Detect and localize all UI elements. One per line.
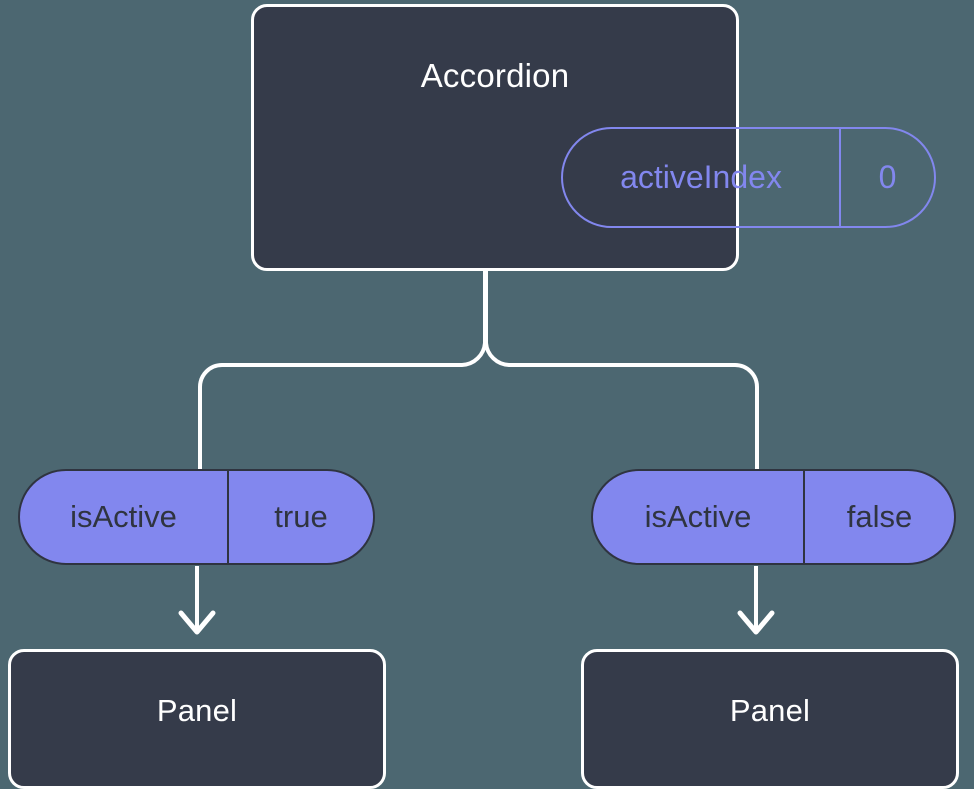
panel-node-right-label: Panel	[729, 693, 811, 728]
prop-pill-is-active-false[interactable]: isActive false	[591, 469, 956, 565]
state-pill-value: 0	[878, 159, 897, 195]
diagram-canvas: Accordion activeIndex 0 isActive true is…	[8, 4, 959, 789]
arrow-head-left-icon	[178, 610, 216, 635]
arrow-head-right-icon	[737, 610, 775, 635]
prop-pill-is-active-true[interactable]: isActive true	[18, 469, 375, 565]
panel-node-left-label: Panel	[156, 693, 238, 728]
prop-pill-key: isActive	[593, 471, 805, 563]
panel-node-right[interactable]: Panel	[581, 649, 959, 789]
accordion-node-label: Accordion	[420, 57, 570, 94]
panel-node-left[interactable]: Panel	[8, 649, 386, 789]
state-pill-key: activeIndex	[563, 129, 841, 226]
prop-pill-value: true	[274, 499, 328, 534]
fork-connector-right	[484, 269, 759, 472]
fork-connector	[198, 269, 487, 472]
prop-pill-key: isActive	[20, 471, 229, 563]
state-pill-active-index[interactable]: activeIndex 0	[561, 127, 936, 228]
accordion-node[interactable]: Accordion activeIndex 0	[251, 4, 936, 271]
prop-pill-value: false	[846, 499, 913, 534]
